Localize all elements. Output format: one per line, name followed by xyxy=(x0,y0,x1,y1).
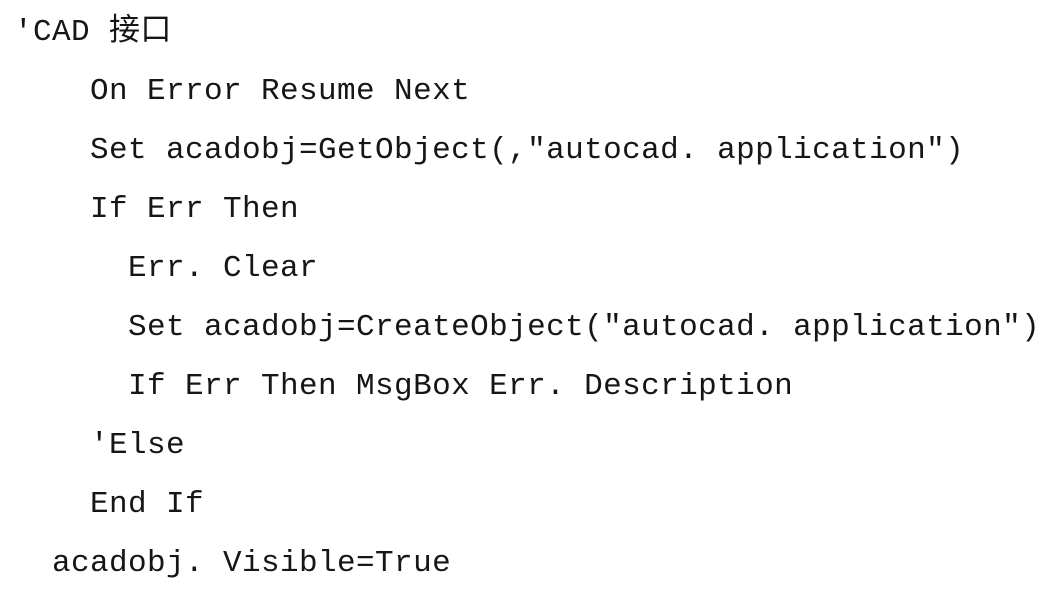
code-line-visible-true: acadobj. Visible=True xyxy=(14,546,452,581)
code-line-comment-cad-interface: 'CAD 接口 xyxy=(14,15,172,50)
code-line-err-clear: Err. Clear xyxy=(14,251,319,286)
code-line-set-getobject: Set acadobj=GetObject(,"autocad. applica… xyxy=(14,133,965,168)
code-line-comment-else: 'Else xyxy=(14,428,186,463)
code-line-on-error-resume-next: On Error Resume Next xyxy=(14,74,471,109)
code-line-set-createobject: Set acadobj=CreateObject("autocad. appli… xyxy=(14,310,1041,345)
code-line-if-err-then: If Err Then xyxy=(14,192,300,227)
code-line-end-if: End If xyxy=(14,487,205,522)
code-line-msgbox-description: If Err Then MsgBox Err. Description xyxy=(14,369,794,404)
